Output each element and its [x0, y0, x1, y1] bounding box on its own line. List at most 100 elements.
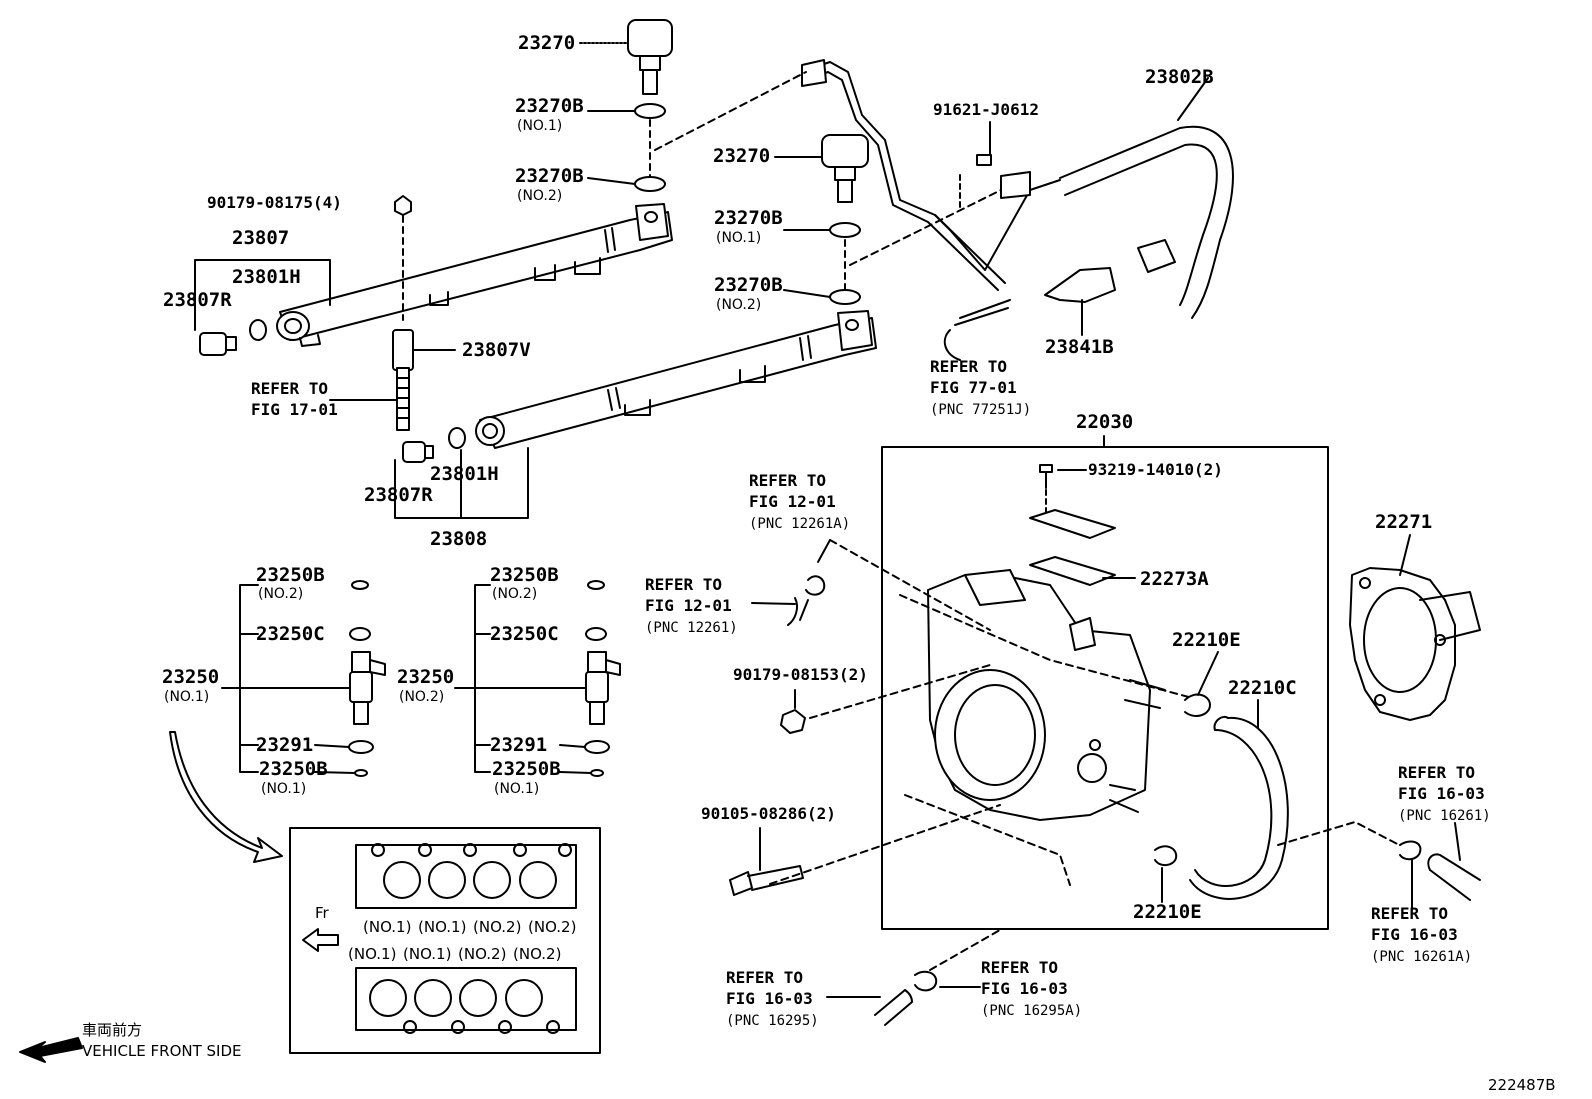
refer-fig-16-03-d[interactable]: REFER TO FIG 16-03 (PNC 16295A) — [981, 957, 1082, 1022]
label-23291-left: 23291 — [256, 734, 314, 756]
throttle-body-group — [769, 435, 1329, 930]
front-arrow-icon — [19, 1037, 83, 1063]
inset-fr-label: Fr — [315, 904, 329, 922]
ref-line1: REFER TO — [930, 357, 1008, 376]
fuel-pipe — [654, 59, 1061, 291]
damper-23270-upper — [579, 19, 673, 95]
hose-23802b — [1059, 77, 1234, 319]
nut-90179-08153 — [780, 709, 806, 734]
fuel-rail-lower — [475, 310, 877, 449]
curved-arrow — [169, 731, 283, 863]
label-23291-right: 23291 — [490, 734, 548, 756]
ref-line2: FIG 16-03 — [1398, 784, 1485, 803]
label-23270b-no2-upper: 23270B — [515, 165, 584, 187]
figure-id: 222487B — [1488, 1076, 1556, 1094]
label-no1-d: (NO.1) — [261, 781, 307, 797]
label-22271: 22271 — [1375, 511, 1433, 533]
vehicle-front-en: VEHICLE FRONT SIDE — [82, 1042, 242, 1060]
oring-23270b-no2-lower — [829, 289, 861, 305]
clamp-22210e-upper — [1184, 651, 1219, 717]
label-no1-c: (NO.1) — [164, 689, 210, 705]
ref-line2: FIG 12-01 — [645, 596, 732, 615]
collar-23807v — [392, 329, 456, 371]
inset-row-top-2: (NO.1) — [418, 918, 467, 936]
label-23250b-no2-right: 23250B — [490, 564, 559, 586]
label-23250c-left: 23250C — [256, 623, 325, 645]
label-22210e-lower: 22210E — [1133, 901, 1202, 923]
label-23801h-lower: 23801H — [430, 463, 499, 485]
label-22030: 22030 — [1076, 411, 1134, 433]
refer-fig-16-03-a[interactable]: REFER TO FIG 16-03 (PNC 16261) — [1398, 762, 1491, 827]
ref-line1: REFER TO — [1371, 904, 1449, 923]
vehicle-front-jp: 車両前方 — [82, 1021, 143, 1039]
gasket-23801h-lower — [448, 427, 466, 449]
label-no2-a: (NO.2) — [517, 188, 563, 204]
oring-23270b-no2-upper — [634, 176, 666, 192]
inset-row-bottom-4: (NO.2) — [513, 945, 562, 963]
label-91621-j0612: 91621-J0612 — [933, 100, 1039, 119]
label-23807: 23807 — [232, 227, 290, 249]
label-no2-e: (NO.2) — [399, 689, 445, 705]
ref-line2: FIG 12-01 — [749, 492, 836, 511]
ref-line1: REFER TO — [726, 968, 804, 987]
ref-line2: FIG 16-03 — [981, 979, 1068, 998]
inset-row-bottom-1: (NO.1) — [348, 945, 397, 963]
label-23808: 23808 — [430, 528, 488, 550]
refer-fig-77-01[interactable]: REFER TO FIG 77-01 (PNC 77251J) — [930, 356, 1031, 421]
inset-row-top-1: (NO.1) — [363, 918, 412, 936]
label-23801h-upper: 23801H — [232, 266, 301, 288]
inset-row-bottom-3: (NO.2) — [458, 945, 507, 963]
oring-23270b-no1-lower — [829, 222, 861, 238]
label-23250b-no1-left: 23250B — [259, 758, 328, 780]
label-23250b-no2-left: 23250B — [256, 564, 325, 586]
ref-pnc: (PNC 12261) — [645, 620, 738, 636]
label-no1-b: (NO.1) — [716, 230, 762, 246]
plug-23807r-upper — [199, 332, 237, 356]
stud — [329, 367, 410, 431]
ref-line1: REFER TO — [645, 575, 723, 594]
bracket-23841b — [1044, 267, 1116, 336]
ref-line1: REFER TO — [981, 958, 1059, 977]
bolt-91621 — [959, 121, 992, 211]
refer-fig-16-03-c[interactable]: REFER TO FIG 16-03 (PNC 16295) — [726, 967, 819, 1032]
label-23250b-no1-right: 23250B — [492, 758, 561, 780]
label-23270b-no2-lower: 23270B — [714, 274, 783, 296]
inset-row-top-3: (NO.2) — [473, 918, 522, 936]
label-23807v: 23807V — [462, 339, 531, 361]
plug-23807r-lower — [402, 441, 434, 463]
oring-23270b-no1-upper — [634, 103, 666, 119]
label-22210c: 22210C — [1228, 677, 1297, 699]
nut-90179-08175 — [394, 195, 412, 321]
ref-line1: REFER TO — [749, 471, 827, 490]
label-no2-c: (NO.2) — [258, 586, 304, 602]
label-90179-08153: 90179-08153(2) — [733, 665, 868, 684]
label-22210e-upper: 22210E — [1172, 629, 1241, 651]
fuel-rail-upper — [276, 203, 673, 347]
ref-line2: FIG 16-03 — [726, 989, 813, 1008]
label-no2-d: (NO.2) — [492, 586, 538, 602]
label-23270b-no1-lower: 23270B — [714, 207, 783, 229]
ref-pnc: (PNC 16261) — [1398, 808, 1491, 824]
refer-fig-17-01[interactable]: REFER TO FIG 17-01 — [251, 378, 338, 420]
label-22273a: 22273A — [1140, 568, 1209, 590]
label-23270b-no1-upper: 23270B — [515, 95, 584, 117]
inset-row-bottom-2: (NO.1) — [403, 945, 452, 963]
refer-fig-12-01-b[interactable]: REFER TO FIG 12-01 (PNC 12261) — [645, 574, 738, 639]
ref-line2: FIG 17-01 — [251, 400, 338, 419]
ref-pnc: (PNC 16261A) — [1371, 949, 1473, 965]
gasket-22271 — [1349, 534, 1481, 721]
label-23250c-right: 23250C — [490, 623, 559, 645]
label-93219-14010: 93219-14010(2) — [1088, 460, 1223, 479]
refer-fig-16-03-b[interactable]: REFER TO FIG 16-03 (PNC 16261A) — [1371, 903, 1472, 968]
ref-line1: REFER TO — [251, 379, 329, 398]
label-no1-a: (NO.1) — [517, 118, 563, 134]
label-23270-upper: 23270 — [518, 32, 576, 54]
inset-box — [289, 827, 601, 1054]
label-23270-lower: 23270 — [713, 145, 771, 167]
ref-pnc: (PNC 77251J) — [930, 402, 1032, 418]
label-no1-e: (NO.1) — [494, 781, 540, 797]
ref-pnc: (PNC 12261A) — [749, 516, 851, 532]
refer-fig-12-01-a[interactable]: REFER TO FIG 12-01 (PNC 12261A) — [749, 470, 850, 535]
injector-group-no2 — [454, 580, 621, 777]
